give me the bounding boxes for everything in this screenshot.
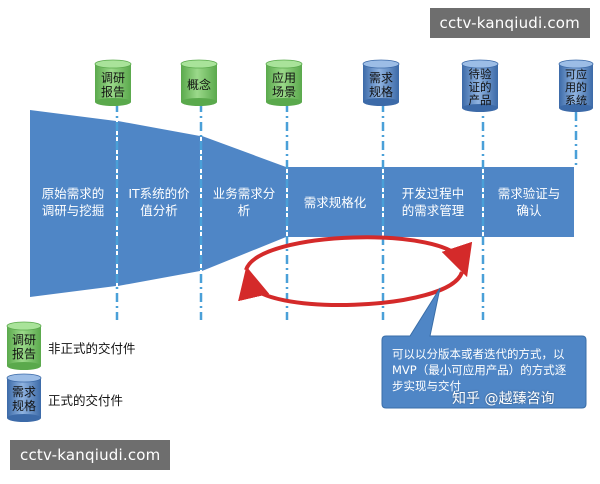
callout-bubble bbox=[381, 287, 587, 409]
top-deliverable-icons bbox=[94, 59, 594, 112]
legend-formal-text: 正式的交付件 bbox=[48, 393, 124, 408]
deliverable-cylinder-1 bbox=[94, 59, 132, 106]
legend-icons bbox=[6, 321, 42, 422]
stage-shape-1 bbox=[30, 110, 116, 297]
deliverable-cylinder-6 bbox=[558, 59, 594, 112]
stage-shape-5 bbox=[384, 167, 482, 237]
cycle-arrow-top bbox=[244, 235, 473, 278]
site-watermark-bottom: cctv-kanqiudi.com bbox=[10, 440, 171, 470]
stage-shape-6 bbox=[484, 167, 574, 237]
deliverable-label-spec: 需求 规格 bbox=[368, 71, 393, 99]
site-watermark-top: cctv-kanqiudi.com bbox=[429, 8, 590, 38]
legend-formal-cylinder bbox=[6, 373, 42, 422]
deliverable-cylinder-2 bbox=[180, 59, 218, 106]
legend-informal-icon-label: 调研 报告 bbox=[11, 333, 36, 361]
stage-shape-2 bbox=[118, 121, 200, 286]
deliverable-label-concept: 概念 bbox=[186, 78, 211, 92]
deliverable-label-usable-system: 可应 用的 系统 bbox=[565, 67, 587, 107]
stage-shape-3 bbox=[202, 136, 286, 271]
stage-label-verification: 需求验证与 确认 bbox=[497, 186, 561, 218]
zhihu-watermark: 知乎 @越臻咨询 bbox=[452, 391, 555, 407]
stage-label-business-analysis: 业务需求分 析 bbox=[212, 186, 276, 218]
stage-shape-4 bbox=[288, 167, 382, 237]
deliverable-label-product-to-verify: 待验 证的 产品 bbox=[468, 66, 492, 107]
deliverable-cylinder-4 bbox=[362, 59, 400, 106]
callout-text: 可以以分版本或者迭代的方式，以MVP（最小可应用产品）的方式逐步实现与交付 bbox=[392, 347, 567, 393]
legend-informal-cylinder bbox=[6, 321, 42, 370]
stage-label-dev-management: 开发过程中 的需求管理 bbox=[401, 186, 465, 218]
iteration-cycle bbox=[238, 235, 473, 307]
deliverable-label-survey-report: 调研 报告 bbox=[100, 71, 125, 99]
deliverable-cylinder-5 bbox=[461, 59, 499, 112]
funnel bbox=[30, 110, 574, 297]
stage-label-value-analysis: IT系统的价 值分析 bbox=[128, 186, 190, 218]
deliverable-label-scenario: 应用 场景 bbox=[271, 71, 296, 99]
legend-formal-icon-label: 需求 规格 bbox=[11, 385, 36, 413]
legend-informal-text: 非正式的交付件 bbox=[48, 341, 136, 356]
stage-label-specification: 需求规格化 bbox=[303, 194, 367, 210]
cycle-arrow-bottom bbox=[238, 266, 464, 307]
deliverable-cylinder-3 bbox=[265, 59, 303, 106]
stage-dividers bbox=[115, 103, 578, 320]
stage-label-raw-research: 原始需求的 调研与挖掘 bbox=[41, 186, 105, 218]
